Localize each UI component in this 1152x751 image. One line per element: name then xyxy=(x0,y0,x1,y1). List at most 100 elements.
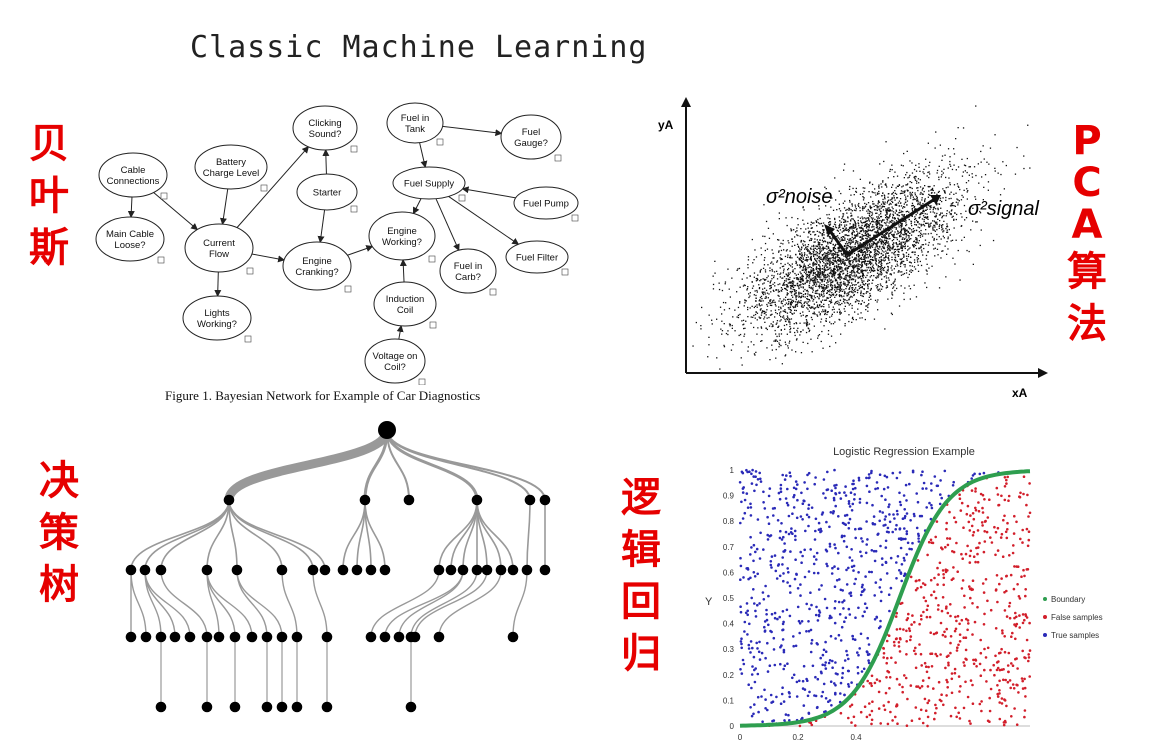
bn-node-label: Fuel in xyxy=(401,113,430,124)
tree-edge xyxy=(526,499,531,571)
bn-node-label: Flow xyxy=(209,249,229,260)
bn-edge xyxy=(347,245,374,256)
tree-node xyxy=(223,494,235,506)
bn-node-label: Carb? xyxy=(455,272,481,283)
tree-node xyxy=(403,494,415,506)
tree-edge xyxy=(386,429,410,501)
pca-x-label: xA xyxy=(1012,386,1028,400)
label-bayes: 贝叶斯 xyxy=(29,121,69,271)
tree-edge xyxy=(385,429,479,501)
bn-node-label: Clicking xyxy=(308,118,341,129)
bn-node-label: Sound? xyxy=(309,129,342,140)
tree-edge xyxy=(438,569,502,638)
logistic-regression-chart: Logistic Regression Example Y 10.90.80.7… xyxy=(705,446,1103,742)
tree-node xyxy=(524,494,536,506)
tree-node xyxy=(539,494,551,506)
tree-node xyxy=(409,631,421,643)
bn-node-fuelsupply: Fuel Supply xyxy=(392,166,466,202)
tree-edge xyxy=(144,499,230,571)
tree-node xyxy=(507,631,519,643)
logreg-ytick: 0.3 xyxy=(723,645,735,654)
bn-edge xyxy=(251,253,286,263)
pca-y-label: yA xyxy=(658,118,674,132)
bn-node-label: Connections xyxy=(107,176,160,187)
tree-edge xyxy=(512,569,528,638)
legend-label: False samples xyxy=(1051,613,1103,622)
bn-edge xyxy=(317,209,326,244)
tree-node xyxy=(471,494,483,506)
bn-edge xyxy=(442,125,503,137)
bn-node-label: Charge Level xyxy=(203,168,260,179)
bn-edge xyxy=(153,192,199,231)
bayes-caption: Figure 1. Bayesian Network for Example o… xyxy=(165,388,481,403)
logreg-ytick: 0.1 xyxy=(723,696,735,705)
noise-label: σ²noise xyxy=(766,186,833,208)
tree-node xyxy=(276,631,288,643)
tree-root-node xyxy=(378,421,396,439)
bn-node-label: Coil xyxy=(397,305,413,316)
bn-edge xyxy=(396,324,404,340)
bn-node-label: Cranking? xyxy=(295,267,338,278)
bn-node-fuelpump: Fuel Pump xyxy=(513,186,579,222)
logreg-ytick: 0.5 xyxy=(723,594,735,603)
tree-edge xyxy=(363,429,389,501)
tree-node xyxy=(184,631,196,643)
tree-edge xyxy=(370,569,440,638)
tree-edge xyxy=(130,499,230,571)
tree-node xyxy=(261,701,273,713)
bn-node-label: Fuel Pump xyxy=(523,199,569,210)
logreg-xtick: 0 xyxy=(738,733,743,742)
tree-edge xyxy=(398,569,464,638)
tree-node xyxy=(365,564,377,576)
logreg-ytick: 0.2 xyxy=(723,671,735,680)
tree-edge xyxy=(236,569,283,638)
bn-edge xyxy=(399,258,407,283)
legend-label: True samples xyxy=(1051,631,1099,640)
bn-node-label: Starter xyxy=(313,188,342,199)
bn-edge xyxy=(219,188,229,226)
tree-node xyxy=(319,564,331,576)
bn-node-label: Coil? xyxy=(384,362,406,373)
tree-edge xyxy=(384,569,464,638)
logreg-ytick: 0.8 xyxy=(723,517,735,526)
bn-node-label: Main Cable xyxy=(106,229,154,240)
tree-edge xyxy=(228,499,326,571)
tree-node xyxy=(351,564,363,576)
tree-node xyxy=(521,564,533,576)
legend-marker xyxy=(1043,633,1047,637)
bn-node-label: Engine xyxy=(387,226,417,237)
tree-node xyxy=(379,564,391,576)
tree-edge xyxy=(228,499,238,571)
tree-node xyxy=(495,564,507,576)
bn-node-label: Current xyxy=(203,238,235,249)
tree-node xyxy=(457,564,469,576)
logreg-ytick: 0.4 xyxy=(723,620,735,629)
tree-node xyxy=(539,564,551,576)
logreg-title: Logistic Regression Example xyxy=(833,446,975,458)
tree-edge xyxy=(144,569,162,638)
tree-node xyxy=(291,701,303,713)
tree-node xyxy=(393,631,405,643)
tree-node xyxy=(365,631,377,643)
logreg-ytick: 0.9 xyxy=(723,492,735,501)
tree-node xyxy=(201,701,213,713)
tree-node xyxy=(276,564,288,576)
tree-edge xyxy=(206,569,253,638)
logreg-xtick: 0.2 xyxy=(792,733,804,742)
pca-scatter-plot: yA xA σ²noise σ²signal xyxy=(658,97,1048,400)
logreg-xtick: 0.4 xyxy=(850,733,862,742)
tree-edge xyxy=(438,499,478,571)
tree-node xyxy=(125,631,137,643)
